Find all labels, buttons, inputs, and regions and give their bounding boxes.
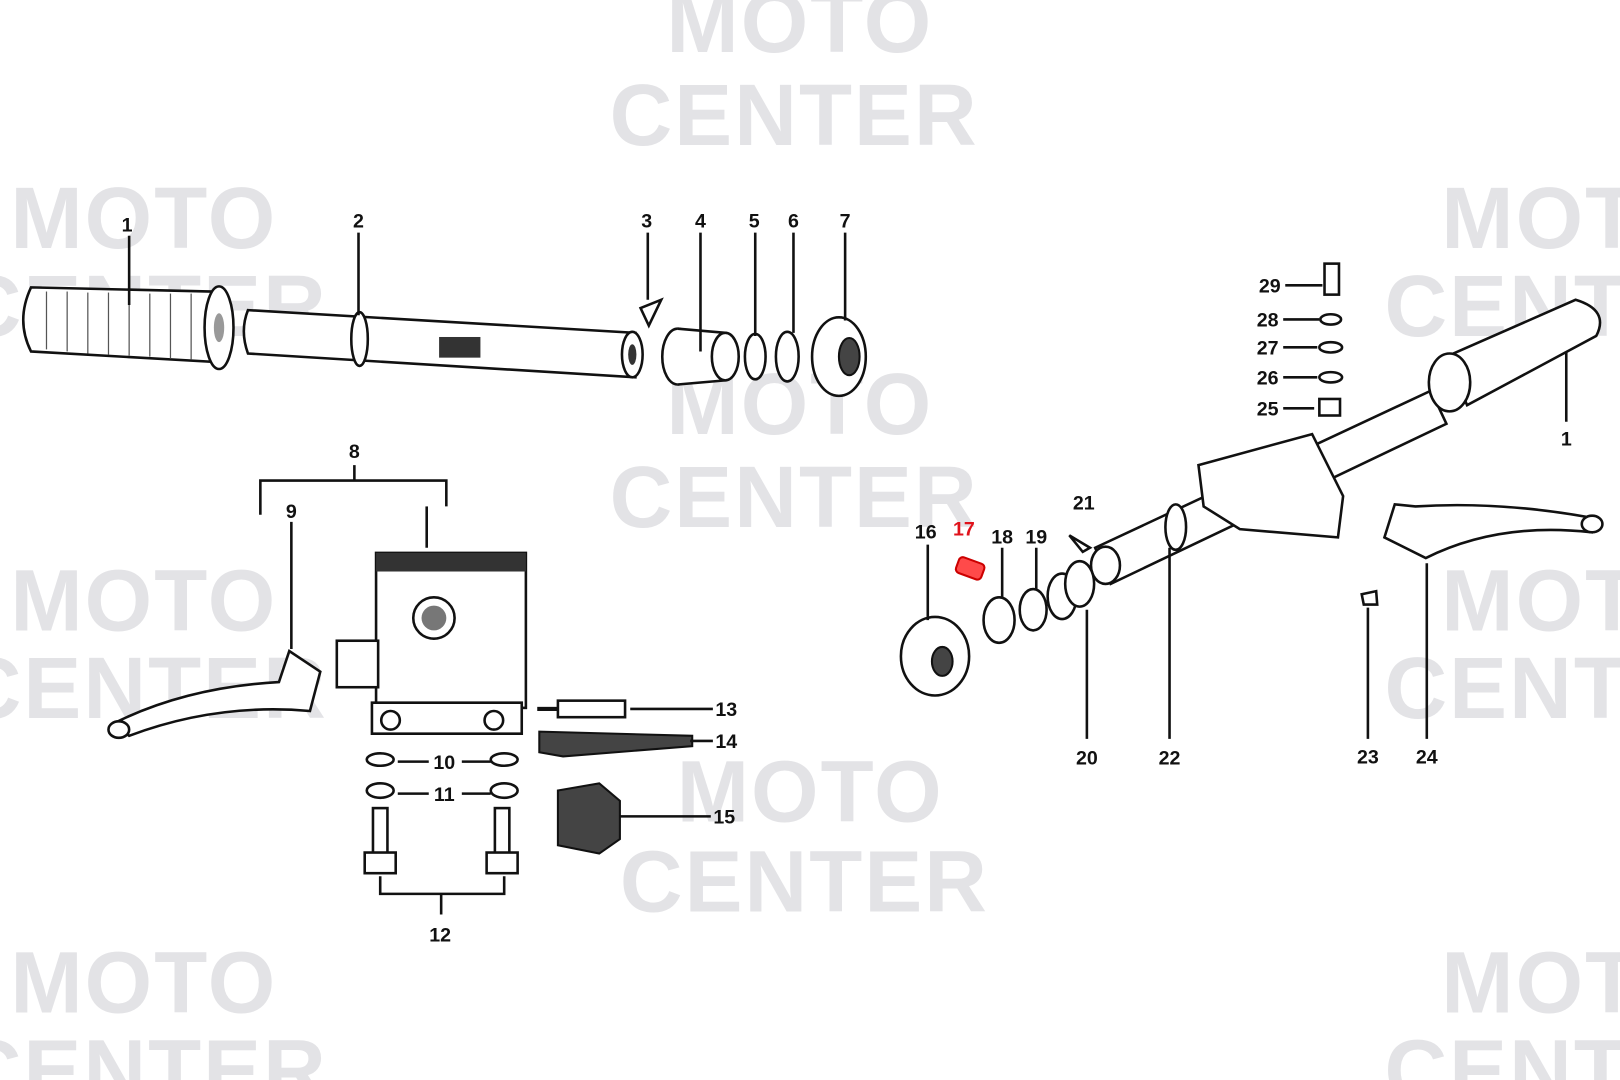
clip-part[interactable] [638, 297, 664, 329]
callout-5[interactable]: 5 [749, 210, 760, 232]
callout-4[interactable]: 4 [695, 210, 706, 232]
callout-6[interactable]: 6 [788, 210, 799, 232]
watermark-text: MOTO [1441, 170, 1620, 267]
handlebar-part[interactable] [1089, 388, 1449, 586]
callout-11[interactable]: 11 [434, 784, 455, 806]
watermark-text: CENTER [1384, 1022, 1620, 1080]
boot-part[interactable] [538, 730, 694, 758]
watermark-text: MOTO [10, 935, 277, 1032]
washers-10-11[interactable] [365, 752, 519, 800]
right-grip-part[interactable] [1427, 298, 1602, 413]
washer-part[interactable] [1319, 312, 1343, 326]
bolts-part[interactable] [363, 806, 519, 875]
leader-lines [127, 232, 1568, 915]
watermark-text: MOTO [677, 744, 944, 841]
callout-21[interactable]: 21 [1073, 493, 1095, 515]
bellows-part[interactable] [556, 782, 621, 855]
callout-23[interactable]: 23 [1357, 747, 1379, 769]
watermark-text: CENTER [610, 67, 979, 164]
watermark-text: MOTO [10, 170, 277, 267]
callout-14[interactable]: 14 [715, 731, 737, 753]
throttle-tube-part[interactable] [242, 308, 644, 379]
watermark-text: CENTER [620, 833, 989, 930]
pulley-part[interactable] [810, 316, 868, 398]
washer-part[interactable] [1018, 587, 1048, 632]
washer-part[interactable] [1318, 340, 1344, 354]
callout-28[interactable]: 28 [1257, 310, 1279, 332]
bushing-part[interactable] [1046, 559, 1096, 621]
callout-2[interactable]: 2 [353, 210, 364, 232]
red-highlighted-part-17[interactable] [954, 556, 986, 581]
callout-29[interactable]: 29 [1259, 276, 1281, 298]
switch-part[interactable] [537, 699, 627, 719]
brake-lever-left-part[interactable] [107, 649, 322, 740]
washer-part[interactable] [743, 332, 767, 381]
watermark-text: CENTER [1384, 640, 1620, 737]
pin-part[interactable] [1068, 534, 1093, 554]
screw-part[interactable] [1323, 262, 1341, 296]
callout-27[interactable]: 27 [1257, 338, 1279, 360]
callout-24[interactable]: 24 [1416, 747, 1438, 769]
callout-19[interactable]: 19 [1025, 527, 1047, 549]
callout-8[interactable]: 8 [349, 441, 360, 463]
left-grip-part[interactable] [22, 285, 235, 371]
watermark-text: CENTER [0, 1022, 328, 1080]
callout-1[interactable]: 1 [122, 215, 133, 237]
washer-part[interactable] [982, 596, 1016, 645]
callout-13[interactable]: 13 [715, 699, 737, 721]
callout-9[interactable]: 9 [286, 501, 297, 523]
watermark-text: MOTO [666, 0, 933, 71]
callout-3[interactable]: 3 [641, 210, 652, 232]
callout-17-highlighted[interactable]: 17 [953, 518, 975, 540]
ring-nut-part[interactable] [899, 615, 971, 697]
callout-22[interactable]: 22 [1159, 748, 1181, 770]
callout-1-right[interactable]: 1 [1561, 428, 1572, 450]
sleeve-part[interactable] [660, 327, 741, 386]
watermark-text: MOTO [1441, 552, 1620, 649]
callout-20[interactable]: 20 [1076, 748, 1098, 770]
callout-labels: 1 2 3 4 5 6 7 8 9 10 11 12 13 14 15 16 1… [122, 210, 1572, 946]
master-cylinder-part[interactable] [335, 551, 528, 736]
watermark-text: MOTO [10, 552, 277, 649]
nut-part[interactable] [1318, 397, 1342, 417]
callout-7[interactable]: 7 [840, 210, 851, 232]
washer-part[interactable] [774, 330, 800, 383]
callout-18[interactable]: 18 [991, 527, 1013, 549]
callout-15[interactable]: 15 [713, 807, 735, 829]
callout-16[interactable]: 16 [915, 521, 937, 543]
brake-lever-right-part[interactable] [1382, 502, 1604, 560]
watermark-text: CENTER [610, 449, 979, 546]
callout-25[interactable]: 25 [1257, 399, 1279, 421]
callout-10[interactable]: 10 [433, 752, 455, 774]
callout-26[interactable]: 26 [1257, 368, 1279, 390]
callout-12[interactable]: 12 [429, 924, 451, 946]
washer-part[interactable] [1318, 370, 1344, 384]
watermark-text: MOTO [1441, 935, 1620, 1032]
pivot-pin-part[interactable] [1360, 589, 1379, 606]
